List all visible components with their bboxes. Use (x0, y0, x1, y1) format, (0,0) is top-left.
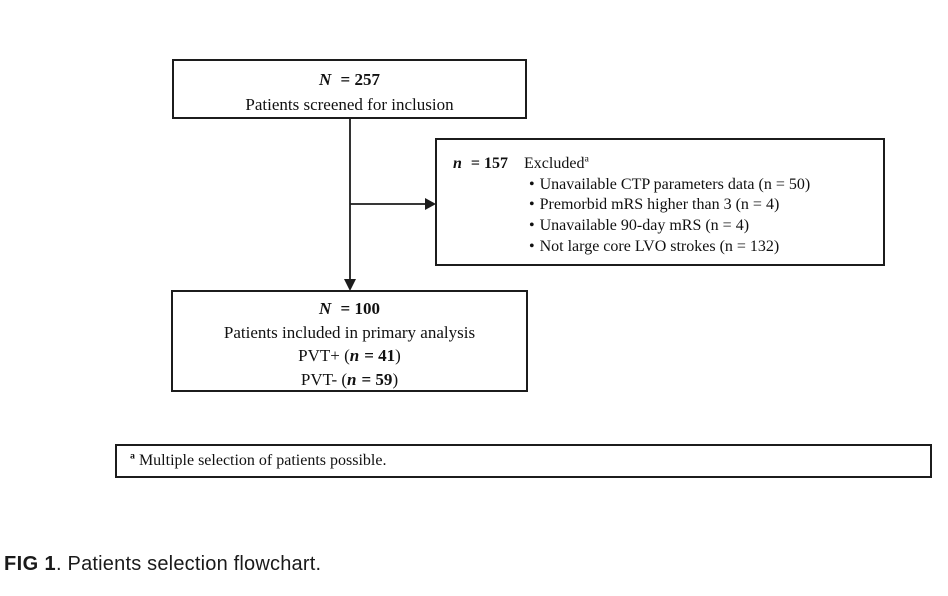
screened-box: N = 257 Patients screened for inclusion (172, 59, 527, 119)
pvt-minus-n-symbol: n (347, 369, 357, 389)
list-item: •Unavailable CTP parameters data (n = 50… (529, 175, 877, 196)
list-item: •Premorbid mRS higher than 3 (n = 4) (529, 195, 877, 216)
footnote-marker: a (130, 450, 135, 462)
pvt-minus-prefix: PVT- ( (300, 369, 348, 389)
bullet-icon: • (529, 217, 535, 235)
included-n-value: = 100 (340, 299, 380, 318)
pvt-plus-n-symbol: n (349, 346, 360, 365)
excluded-n-value: = 157 (470, 155, 509, 172)
bullet-icon: • (529, 237, 535, 255)
pvt-minus-suffix: ) (392, 369, 399, 389)
excluded-footnote-marker: a (584, 153, 589, 165)
footnote-text: Multiple selection of patients possible. (138, 452, 387, 469)
figure-caption: FIG 1. Patients selection flowchart. (4, 553, 321, 576)
bullet-icon: • (529, 175, 535, 193)
screened-count-line: N = 257 (174, 67, 525, 92)
screened-n-value: = 257 (340, 70, 380, 89)
excluded-reason: Unavailable 90-day mRS (n = 4) (539, 217, 750, 235)
pvt-plus-prefix: PVT+ ( (298, 346, 350, 365)
bullet-icon: • (529, 196, 535, 214)
excluded-reason: Unavailable CTP parameters data (n = 50) (539, 175, 811, 193)
included-box: N = 100 Patients included in primary ana… (171, 290, 528, 392)
list-item: •Not large core LVO strokes (n = 132) (529, 237, 877, 258)
pvt-plus-n-value: = 41 (364, 346, 396, 365)
included-description: Patients included in primary analysis (223, 322, 476, 342)
caption-text: . Patients selection flowchart. (56, 553, 322, 575)
excluded-n-symbol: n (453, 155, 462, 172)
caption-label: FIG 1 (4, 553, 57, 575)
screened-n-symbol: N (319, 70, 332, 89)
list-item: •Unavailable 90-day mRS (n = 4) (529, 216, 877, 237)
excluded-bullet-list: •Unavailable CTP parameters data (n = 50… (529, 175, 877, 258)
excluded-reason: Premorbid mRS higher than 3 (n = 4) (539, 196, 780, 214)
pvt-minus-line: PVT- (n= 59) (173, 368, 526, 392)
pvt-plus-line: PVT+ (n= 41) (173, 344, 526, 368)
excluded-reason: Not large core LVO strokes (n = 132) (539, 237, 780, 255)
included-count-line: N = 100 (173, 297, 526, 321)
pvt-plus-suffix: ) (395, 346, 401, 365)
excluded-label: Excluded (524, 155, 585, 172)
pvt-minus-n-value: = 59 (361, 369, 393, 389)
screened-description: Patients screened for inclusion (245, 95, 454, 114)
excluded-header-line: n = 157 Excludeda (453, 154, 877, 175)
included-n-symbol: N (319, 299, 332, 318)
